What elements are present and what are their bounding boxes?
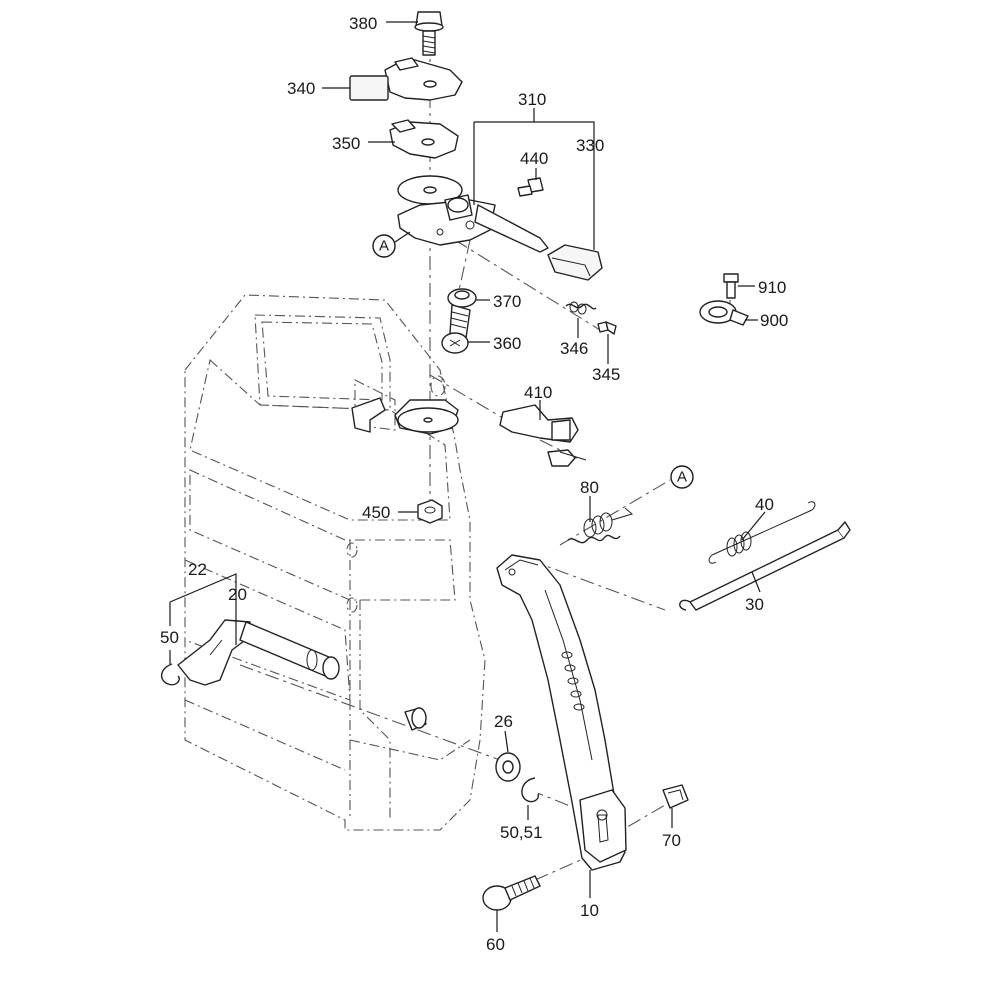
- spring-80: [567, 507, 634, 544]
- bolt-360: [441, 304, 471, 354]
- bolt-60: [482, 875, 541, 911]
- callout-60: 60: [486, 935, 505, 954]
- clamp-900: [699, 300, 749, 326]
- leader-lines: [169, 21, 766, 932]
- screw-345: [597, 321, 617, 335]
- callout-50: 50: [160, 628, 179, 647]
- callout-900: 900: [760, 311, 788, 330]
- callout-50-51: 50,51: [500, 823, 543, 842]
- callout-410: 410: [524, 383, 552, 402]
- arm-22: [177, 619, 251, 686]
- clip-50: [161, 663, 180, 686]
- shaft-20: [239, 621, 340, 680]
- spring-346: [565, 301, 597, 315]
- assembly-centerlines: [239, 40, 731, 881]
- callout-70: 70: [662, 831, 681, 850]
- rod-30: [679, 521, 851, 611]
- callout-440: 440: [520, 149, 548, 168]
- collar-370: [447, 288, 477, 308]
- clip-50-51: [521, 777, 539, 803]
- callout-80: 80: [580, 478, 599, 497]
- washer-26: [495, 752, 521, 782]
- callout-40: 40: [755, 495, 774, 514]
- knob-330: [547, 244, 603, 281]
- engine-block-outline: [184, 294, 486, 831]
- bracket-410: [499, 404, 587, 467]
- callout-370: 370: [493, 292, 521, 311]
- clip-70: [662, 784, 689, 809]
- plate-340: [349, 57, 463, 101]
- lever-shaft-plate: [351, 397, 459, 435]
- marker-label: A: [677, 469, 687, 486]
- bushing: [404, 707, 427, 731]
- callout-346: 346: [560, 339, 588, 358]
- lever-10: [496, 554, 627, 871]
- callout-22: 22: [188, 560, 207, 579]
- callout-345: 345: [592, 365, 620, 384]
- callout-labels: 380 340 350 310 440 330 370 360 346 345 …: [160, 14, 788, 954]
- callout-10: 10: [580, 901, 599, 920]
- plate-350: [389, 119, 459, 159]
- bolt-910: [723, 273, 739, 299]
- marker-label: A: [379, 238, 389, 255]
- callout-30: 30: [745, 595, 764, 614]
- callout-380: 380: [349, 14, 377, 33]
- callout-340: 340: [287, 79, 315, 98]
- lower-marker-A: A: [670, 465, 694, 489]
- callout-20: 20: [228, 585, 247, 604]
- callout-350: 350: [332, 134, 360, 153]
- spring-40: [708, 501, 816, 564]
- callout-330: 330: [576, 136, 604, 155]
- upper-marker-A: A: [372, 231, 411, 258]
- callout-26: 26: [494, 712, 513, 731]
- bolt-380: [414, 11, 444, 56]
- callout-450: 450: [362, 503, 390, 522]
- callout-910: 910: [758, 278, 786, 297]
- callout-360: 360: [493, 334, 521, 353]
- screw-440: [517, 177, 544, 197]
- callout-310: 310: [518, 90, 546, 109]
- governor-lever-310: [397, 175, 549, 253]
- nut-450: [417, 499, 443, 524]
